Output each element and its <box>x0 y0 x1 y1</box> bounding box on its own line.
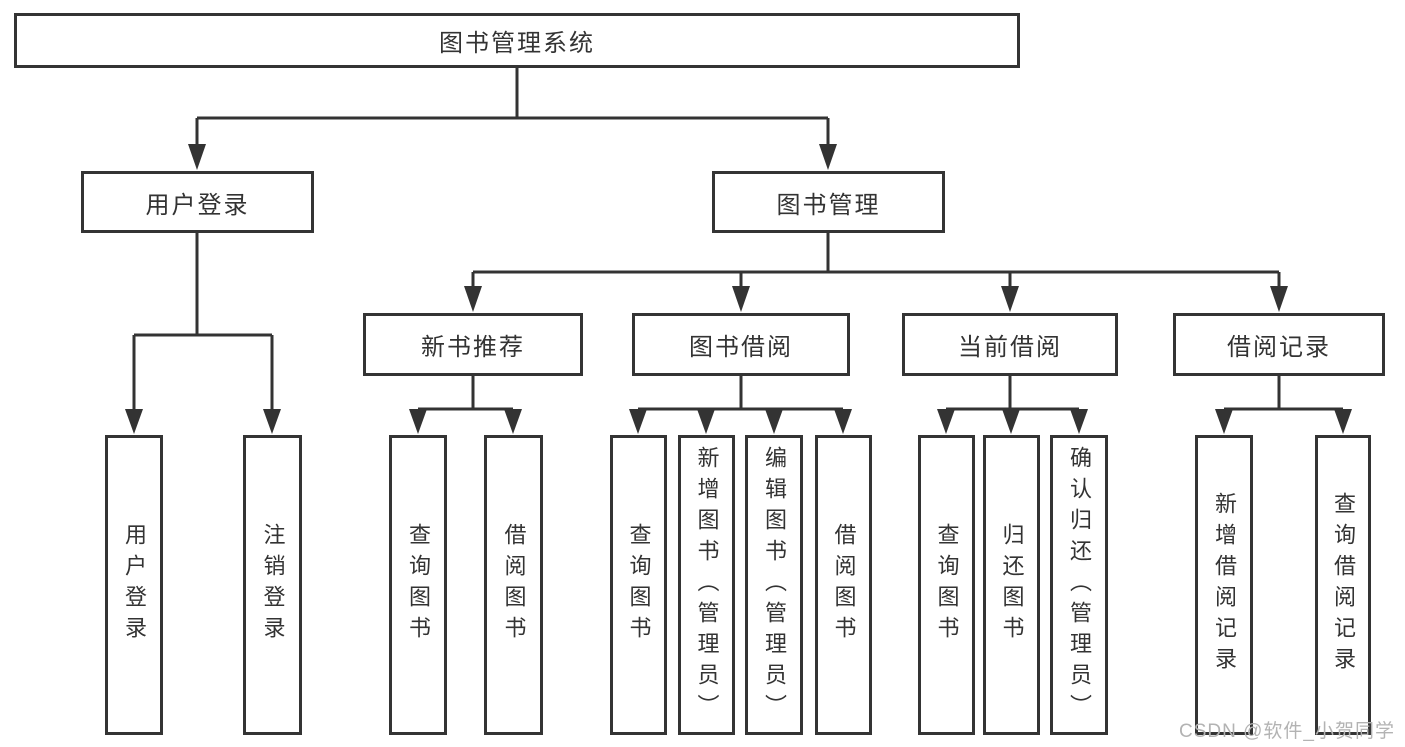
arrowhead <box>1334 409 1352 434</box>
csdn-watermark: CSDN @软件_小贺同学 <box>1179 721 1395 742</box>
node-root-label: 图书管理系统 <box>439 30 595 57</box>
arrowhead <box>819 144 837 170</box>
edge-book-management-to-level3 <box>471 233 1281 292</box>
leaf-user-login: 用户登录 <box>105 435 163 735</box>
leaf-user-login-label: 用户登录 <box>122 523 147 647</box>
node-book-borrow: 图书借阅 <box>632 313 850 376</box>
arrowhead <box>697 409 715 434</box>
leaf-confirm-return-admin-label: 确认归还（管理员） <box>1067 445 1092 725</box>
leaf-add-borrow-record-label: 新增借阅记录 <box>1212 492 1237 678</box>
arrowhead <box>188 144 206 170</box>
leaf-return-books: 归还图书 <box>983 435 1040 735</box>
node-new-book-recommend: 新书推荐 <box>363 313 583 376</box>
leaf-query-books-current-label: 查询图书 <box>934 523 960 647</box>
node-new-book-recommend-label: 新书推荐 <box>421 334 525 361</box>
node-borrow-records-label: 借阅记录 <box>1227 334 1331 361</box>
edge-current-borrow-to-children <box>944 376 1081 414</box>
leaf-add-books-admin-label: 新增图书（管理员） <box>694 445 720 725</box>
leaf-borrow-books-label: 借阅图书 <box>831 523 857 647</box>
edge-user-login-to-children <box>132 233 274 414</box>
arrowhead <box>1215 409 1233 434</box>
node-current-borrow: 当前借阅 <box>902 313 1118 376</box>
arrowhead <box>765 409 783 434</box>
arrowhead <box>1002 409 1020 434</box>
leaf-logout-label: 注销登录 <box>260 523 286 647</box>
node-user-login: 用户登录 <box>81 171 314 233</box>
node-book-management: 图书管理 <box>712 171 945 233</box>
arrowhead <box>464 286 482 312</box>
arrowhead <box>629 409 647 434</box>
edge-book-borrow-to-children <box>636 376 845 414</box>
leaf-query-borrow-record: 查询借阅记录 <box>1315 435 1371 735</box>
leaf-query-books-recommend: 查询图书 <box>389 435 447 735</box>
leaf-borrow-books-recommend: 借阅图书 <box>484 435 543 735</box>
arrowhead <box>125 409 143 434</box>
node-user-login-label: 用户登录 <box>145 191 250 219</box>
leaf-confirm-return-admin: 确认归还（管理员） <box>1050 435 1108 735</box>
leaf-query-borrow-record-label: 查询借阅记录 <box>1331 492 1356 678</box>
node-root: 图书管理系统 <box>14 13 1020 68</box>
leaf-edit-books-admin: 编辑图书（管理员） <box>745 435 803 735</box>
edge-root-to-level2 <box>195 68 830 150</box>
arrowhead <box>1270 286 1288 312</box>
leaf-edit-books-admin-label: 编辑图书（管理员） <box>762 445 787 725</box>
leaf-add-books-admin: 新增图书（管理员） <box>678 435 735 735</box>
node-current-borrow-label: 当前借阅 <box>958 334 1062 361</box>
arrowhead <box>1001 286 1019 312</box>
arrowhead <box>834 409 852 434</box>
arrowhead <box>732 286 750 312</box>
arrowhead <box>409 409 427 434</box>
node-book-management-label: 图书管理 <box>776 191 881 219</box>
leaf-borrow-books-recommend-label: 借阅图书 <box>501 523 527 647</box>
leaf-return-books-label: 归还图书 <box>999 523 1025 647</box>
leaf-add-borrow-record: 新增借阅记录 <box>1195 435 1253 735</box>
leaf-query-books-borrow: 查询图书 <box>610 435 667 735</box>
node-borrow-records: 借阅记录 <box>1173 313 1385 376</box>
leaf-logout: 注销登录 <box>243 435 302 735</box>
edge-new-book-to-children <box>416 376 515 414</box>
leaf-borrow-books: 借阅图书 <box>815 435 872 735</box>
leaf-query-books-recommend-label: 查询图书 <box>406 523 431 647</box>
leaf-query-books-borrow-label: 查询图书 <box>626 523 652 647</box>
edge-borrow-records-to-children <box>1222 376 1345 414</box>
arrowhead <box>263 409 281 434</box>
node-book-borrow-label: 图书借阅 <box>689 334 793 361</box>
leaf-query-books-current: 查询图书 <box>918 435 975 735</box>
arrowhead <box>504 409 522 434</box>
arrowhead <box>937 409 955 434</box>
arrowhead <box>1070 409 1088 434</box>
